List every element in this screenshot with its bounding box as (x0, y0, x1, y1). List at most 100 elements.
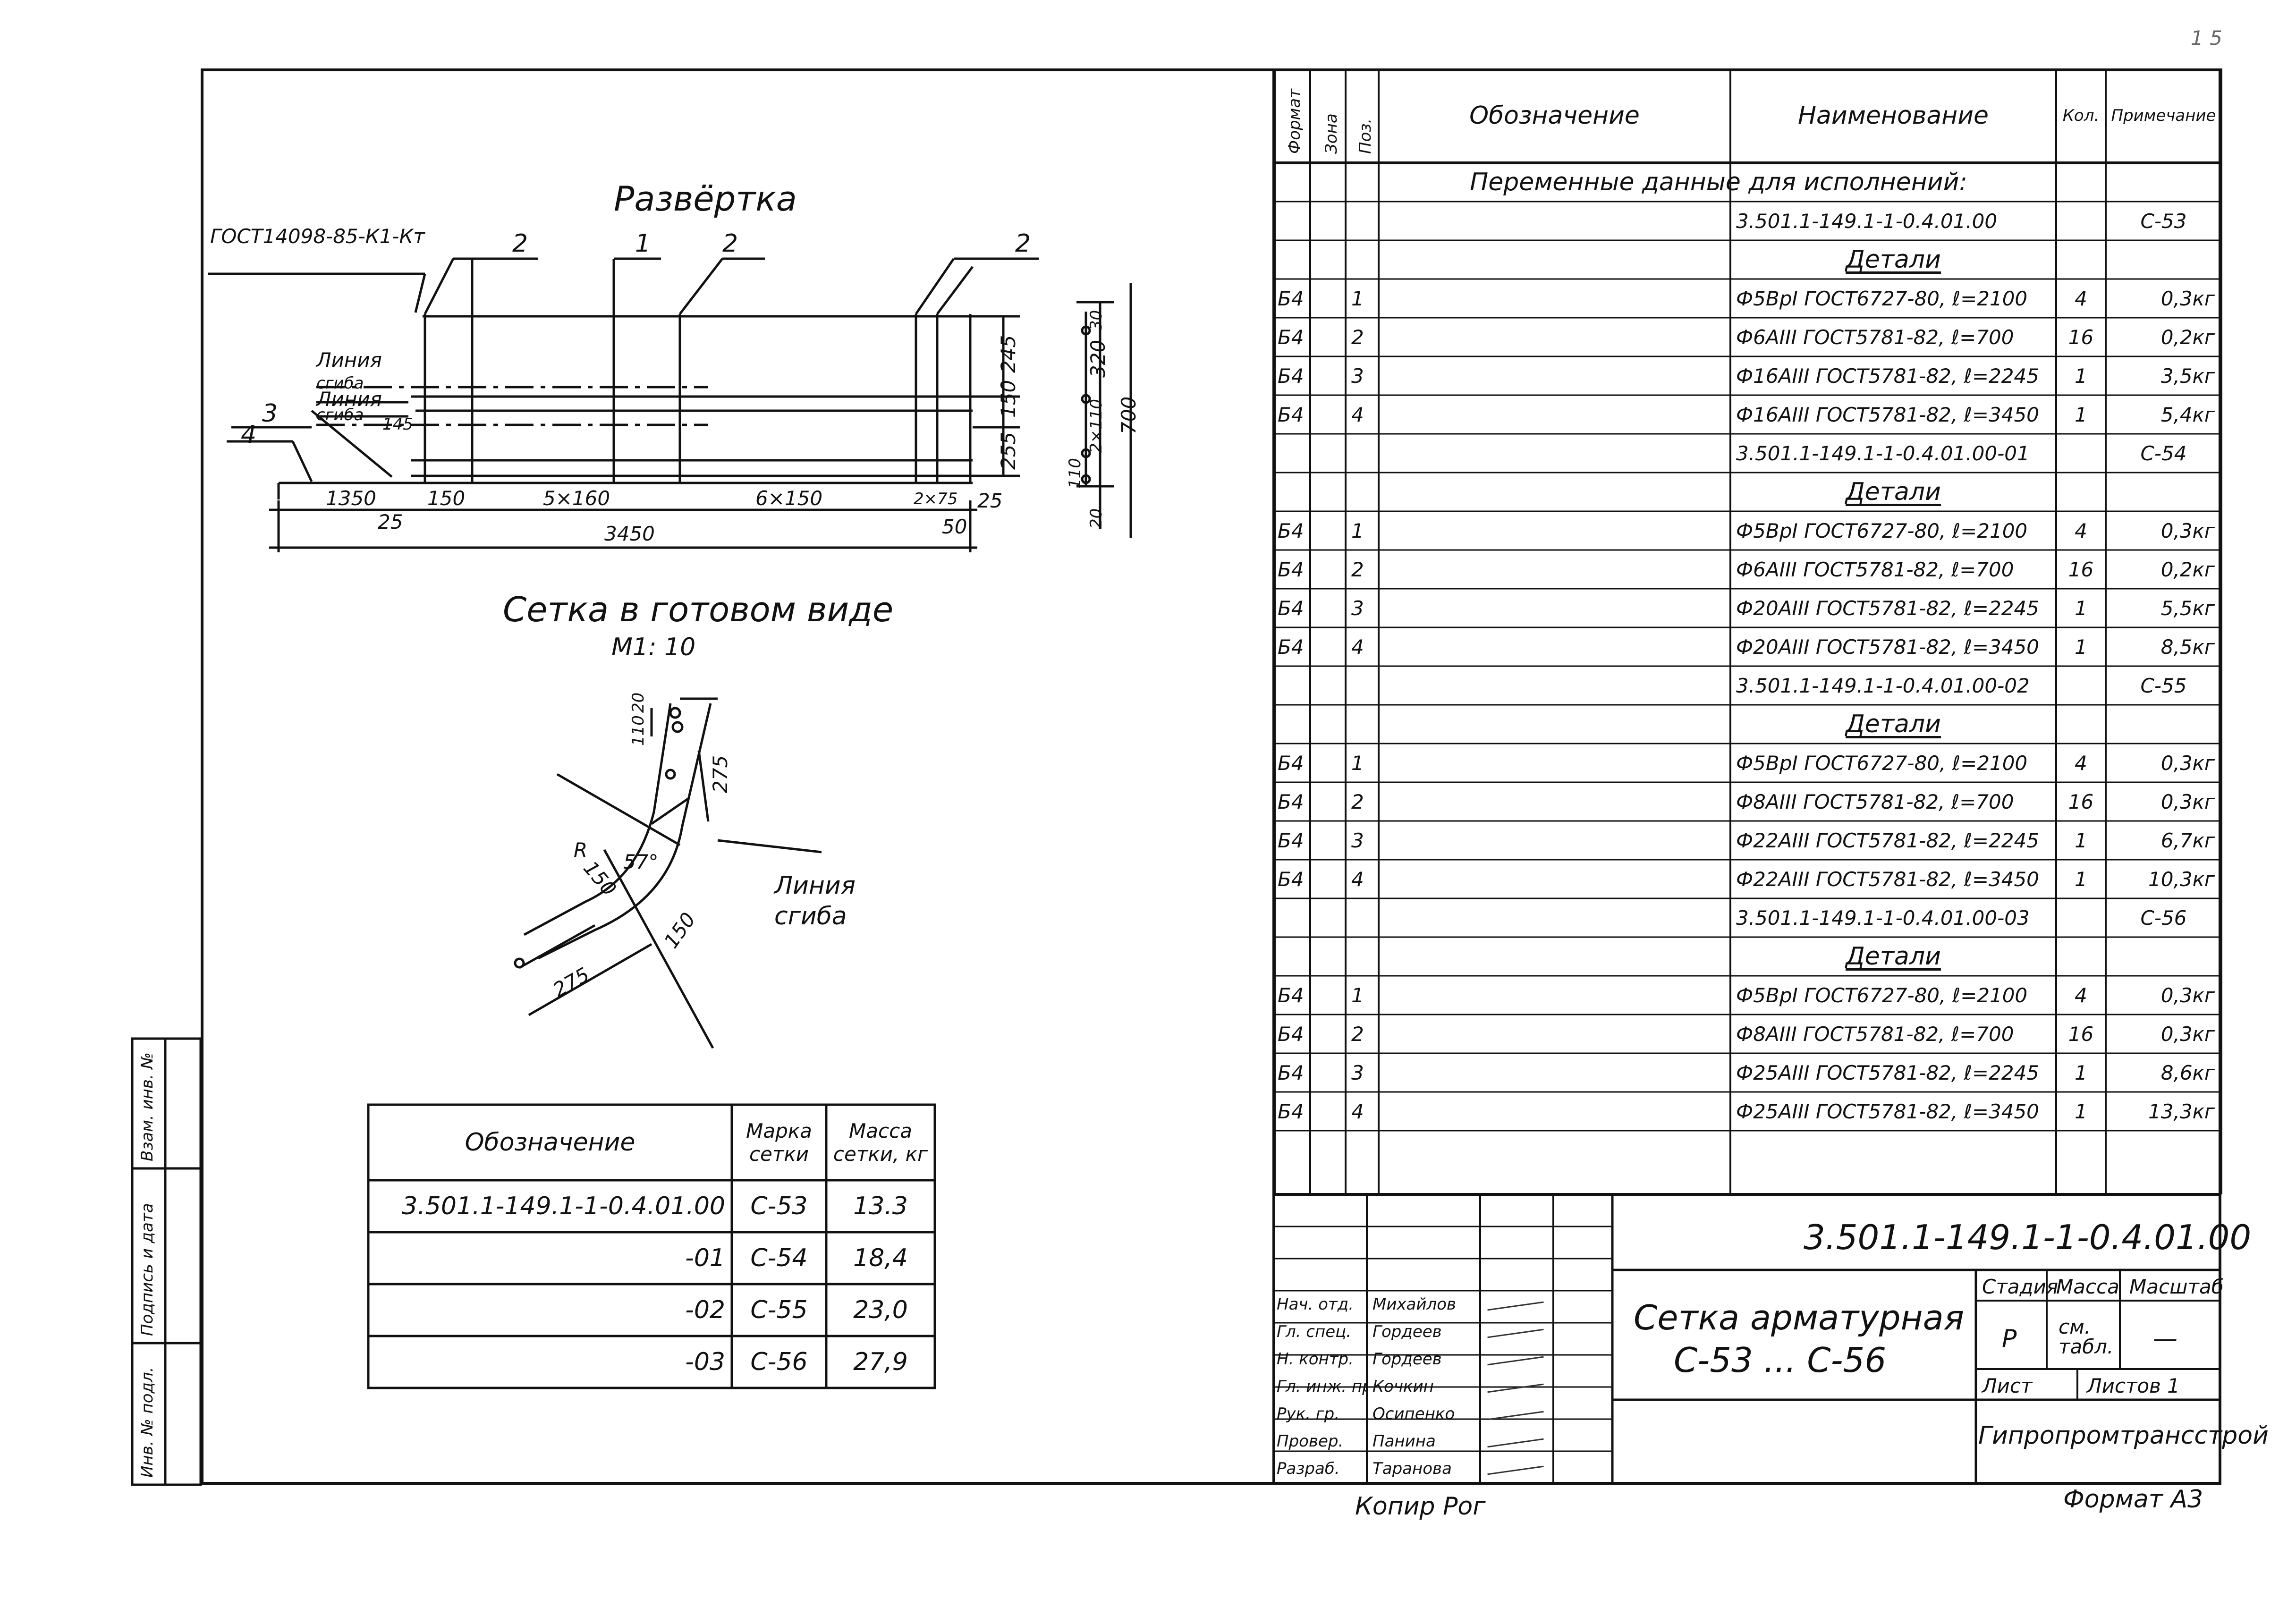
spec-row-pos: 3 (1351, 1061, 1364, 1084)
spec-row-pos: 3 (1351, 364, 1364, 388)
spec-row-qty: 1 (2075, 867, 2087, 891)
bend-line-label-a: Линия (774, 871, 856, 900)
spec-row-note: 0,3кг (2160, 287, 2215, 310)
spec-row-note: 6,7кг (2160, 829, 2215, 852)
approval-role: Нач. отд. (1277, 1295, 1354, 1314)
spec-row-pos: 3 (1351, 596, 1364, 620)
spec-row-pos: 1 (1351, 287, 1364, 310)
spec-row-format: Б4 (1278, 519, 1304, 542)
spec-row-format: Б4 (1278, 1022, 1304, 1046)
bend-dim-r: R (574, 838, 588, 862)
spec-row-name: Ф6АIII ГОСТ5781-82, ℓ=700 (1736, 325, 2014, 349)
spec-row-format: Б4 (1278, 983, 1304, 1007)
spec-row-format: Б4 (1278, 1061, 1304, 1084)
mass-header-mark: Марка сетки (746, 1119, 812, 1166)
weld-note: ГОСТ14098-85-К1-Кт (210, 225, 425, 248)
spec-header-designation: Обозначение (1469, 101, 1640, 130)
spec-row-note: 5,5кг (2160, 596, 2215, 620)
mass-row-1-mark: С-53 (750, 1192, 808, 1220)
approval-name: Кочкин (1373, 1377, 1434, 1396)
mass-row-1-mass: 13.3 (853, 1192, 908, 1220)
spec-row-name: Ф22АIII ГОСТ5781-82, ℓ=2245 (1736, 829, 2039, 852)
callout-1: 1 (635, 229, 651, 258)
spec-row-qty: 1 (2075, 1061, 2087, 1084)
spec-header-pos: Поз. (1356, 118, 1375, 154)
spec-row-format: Б4 (1278, 635, 1304, 659)
spec-row-pos: 4 (1351, 1100, 1364, 1123)
spec-row-name: Ф6АIII ГОСТ5781-82, ℓ=700 (1736, 558, 2014, 581)
mass-header-designation: Обозначение (465, 1128, 635, 1157)
mass-value: см. табл. (2059, 1315, 2114, 1358)
spec-variable-title: Переменные данные для исполнений: (1470, 168, 1967, 196)
spec-group-note: С-55 (2140, 674, 2187, 697)
mass-label: Масса (2056, 1275, 2119, 1298)
razvertka-title: Развёртка (614, 179, 797, 219)
approval-name: Панина (1373, 1432, 1436, 1451)
spec-row-qty: 16 (2068, 325, 2094, 349)
spec-row-pos: 1 (1351, 983, 1364, 1007)
copied-by: Копир Рог (1355, 1492, 1486, 1521)
spec-row-format: Б4 (1278, 403, 1304, 426)
callout-2b: 2 (722, 229, 738, 258)
callout-4: 4 (241, 421, 257, 449)
spec-row-qty: 1 (2075, 403, 2087, 426)
spec-header-zone: Зона (1322, 113, 1341, 154)
spec-row-name: Ф8АIII ГОСТ5781-82, ℓ=700 (1736, 790, 2014, 813)
spec-row-note: 0,2кг (2160, 558, 2215, 581)
spec-row-qty: 1 (2075, 635, 2087, 659)
mass-row-3-mark: С-55 (750, 1296, 808, 1324)
approval-name: Гордеев (1373, 1350, 1442, 1369)
approval-role: Провер. (1277, 1432, 1344, 1451)
dim-1350: 1350 (326, 487, 376, 510)
spec-group-title: Детали (1846, 478, 1941, 506)
spec-row-qty: 4 (2075, 287, 2087, 310)
mass-row-2-designation: -01 (685, 1244, 725, 1272)
spec-row-qty: 1 (2075, 596, 2087, 620)
sheet-frame (201, 68, 2221, 1485)
scale-label: Масштаб (2129, 1275, 2224, 1298)
spec-row-note: 0,3кг (2160, 751, 2215, 775)
spec-row-qty: 16 (2068, 558, 2094, 581)
stage-value: Р (2002, 1325, 2017, 1353)
drawing-title: Сетка арматурная (1634, 1298, 1965, 1337)
spec-group-title: Детали (1846, 942, 1941, 971)
spec-row-pos: 4 (1351, 867, 1364, 891)
spec-row-name: Ф5ВрI ГОСТ6727-80, ℓ=2100 (1736, 751, 2028, 775)
spec-row-note: 0,3кг (2160, 983, 2215, 1007)
mass-row-2-mass: 18,4 (853, 1244, 908, 1272)
spec-row-name: Ф25АIII ГОСТ5781-82, ℓ=3450 (1736, 1100, 2039, 1123)
spec-row-note: 0,2кг (2160, 325, 2215, 349)
approval-name: Осипенко (1373, 1404, 1455, 1423)
spec-row-name: Ф20АIII ГОСТ5781-82, ℓ=2245 (1736, 596, 2039, 620)
bend-line-label-b: сгиба (774, 902, 847, 930)
ready-title: Сетка в готовом виде (503, 590, 894, 629)
spec-row-format: Б4 (1278, 325, 1304, 349)
spec-group-code: 3.501.1-149.1-1-0.4.01.00-03 (1736, 906, 2030, 930)
spec-header-format: Формат (1285, 89, 1304, 154)
spec-row-pos: 2 (1351, 558, 1364, 581)
doc-code: 3.501.1-149.1-1-0.4.01.00 (1804, 1218, 2252, 1257)
approval-name: Таранова (1373, 1459, 1452, 1478)
dim-5x160: 5×160 (543, 487, 610, 510)
spec-row-note: 8,5кг (2160, 635, 2215, 659)
spec-header-note: Примечание (2111, 106, 2216, 125)
sheet-label: Лист (1982, 1374, 2033, 1397)
spec-row-format: Б4 (1278, 364, 1304, 388)
callout-2a: 2 (512, 229, 528, 258)
scale-value: — (2153, 1325, 2177, 1353)
spec-row-name: Ф22АIII ГОСТ5781-82, ℓ=3450 (1736, 867, 2039, 891)
approval-role: Гл. спец. (1277, 1322, 1352, 1341)
dim-6x150: 6×150 (755, 487, 823, 510)
spec-row-qty: 16 (2068, 790, 2094, 813)
mass-row-2-mark: С-54 (750, 1244, 808, 1272)
org-name: Гипропромтрансстрой (1978, 1421, 2269, 1450)
spec-row-pos: 4 (1351, 403, 1364, 426)
dim-2x75: 2×75 (914, 490, 958, 508)
spec-row-pos: 2 (1351, 325, 1364, 349)
spec-row-format: Б4 (1278, 867, 1304, 891)
spec-row-format: Б4 (1278, 558, 1304, 581)
spec-row-name: Ф16АIII ГОСТ5781-82, ℓ=3450 (1736, 403, 2039, 426)
spec-row-name: Ф8АIII ГОСТ5781-82, ℓ=700 (1736, 1022, 2014, 1046)
drawing-subtitle: С-53 ... С-56 (1674, 1340, 1887, 1380)
